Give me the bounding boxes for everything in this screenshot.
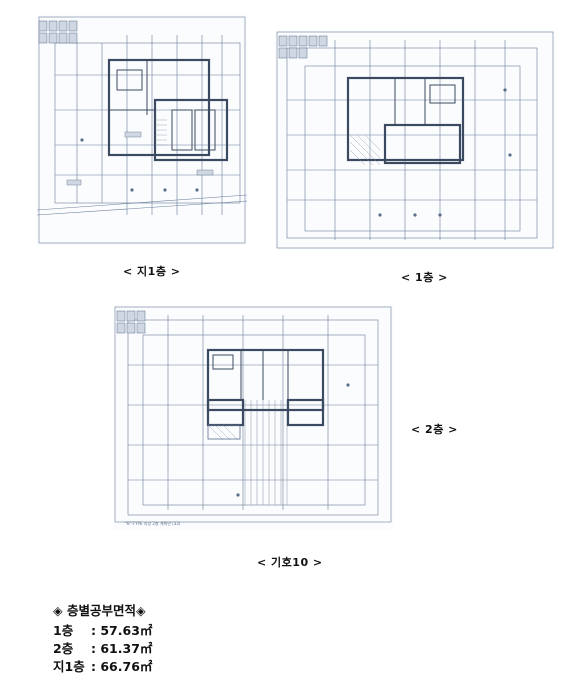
caption-first: < 1층 >	[401, 271, 448, 284]
plan-note: *B"-TYPE 지상 2층 계획안 (33)	[125, 521, 181, 526]
floor-plan-first	[275, 30, 555, 250]
floor-plan-first-drawing	[276, 31, 554, 249]
caption-second: < 2층 >	[411, 423, 458, 436]
caption-basement: < 지1층 >	[123, 265, 181, 278]
area-summary: ◈ 층별공부면적◈ 1층 : 57.63㎡ 2층 : 61.37㎡ 지1층 : 66.…	[53, 600, 152, 676]
caption-typical: < 기호10 >	[257, 556, 323, 569]
floor-plan-second	[113, 305, 393, 530]
area-row-second: 2층 : 61.37㎡	[53, 640, 152, 658]
floor-plan-basement-drawing	[37, 16, 247, 244]
area-row-floor: 지1층	[53, 659, 85, 674]
area-row-floor: 1층	[53, 623, 74, 638]
floor-plan-second-drawing	[114, 306, 392, 523]
area-summary-title: ◈ 층별공부면적◈	[53, 603, 146, 618]
area-row-value: : 57.63㎡	[91, 623, 153, 638]
area-row-value: : 61.37㎡	[91, 641, 153, 656]
area-row-floor: 2층	[53, 641, 74, 656]
area-row-value: : 66.76㎡	[91, 659, 153, 674]
area-row-basement: 지1층 : 66.76㎡	[53, 658, 152, 676]
floor-plan-basement	[37, 15, 247, 245]
area-row-first: 1층 : 57.63㎡	[53, 622, 152, 640]
